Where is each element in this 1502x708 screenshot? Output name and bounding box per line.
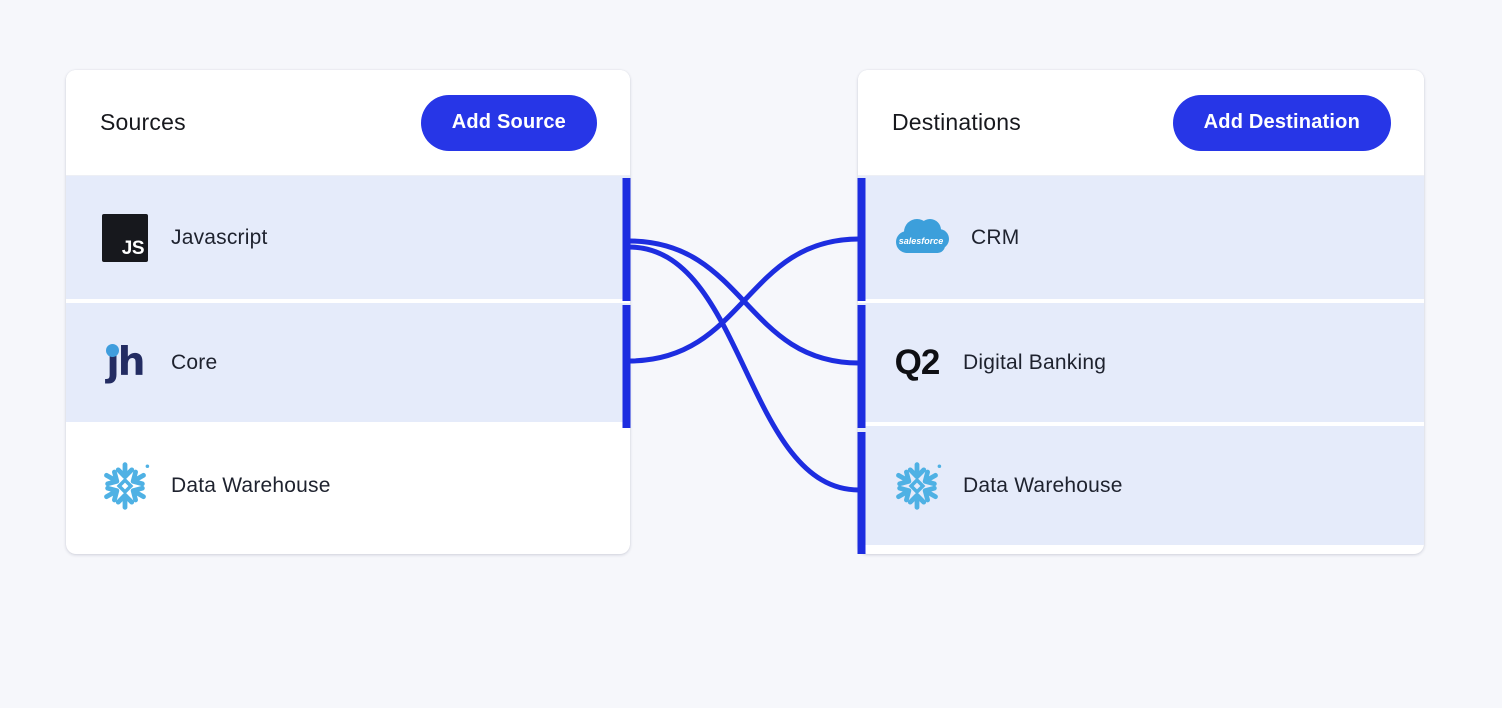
dest-row-digital-banking[interactable]: Q2 Digital Banking [858,299,1424,422]
source-label: Core [171,350,218,374]
salesforce-icon: salesforce [892,213,950,263]
destinations-title: Destinations [892,109,1021,135]
source-row-javascript[interactable]: JS Javascript [66,176,630,299]
source-row-core[interactable]: ȷh Core [66,299,630,422]
sources-title: Sources [100,109,186,135]
destination-label: Data Warehouse [963,473,1123,497]
destination-label: Digital Banking [963,350,1107,374]
source-label: Javascript [171,225,268,249]
snowflake-icon [892,461,942,511]
q2-icon: Q2 [894,342,941,382]
dest-row-data-warehouse[interactable]: Data Warehouse [858,422,1424,545]
jackhenry-dot [106,343,120,357]
javascript-icon-text: JS [121,237,145,259]
dest-row-crm[interactable]: salesforce CRM [858,176,1424,299]
connection-javascript-to-digital-banking [628,238,860,366]
javascript-icon: JS [100,213,150,263]
add-source-button[interactable]: Add Source [420,94,597,151]
destinations-header: Destinations Add Destination [858,70,1424,176]
source-row-data-warehouse[interactable]: Data Warehouse [66,422,630,545]
salesforce-icon-text: salesforce [899,236,944,246]
connection-javascript-to-data-warehouse [628,244,860,493]
sources-panel: Sources Add Source JS Javascript ȷh Core [66,70,630,554]
sources-header: Sources Add Source [66,70,630,176]
connection-core-to-crm [628,236,860,364]
snowflake-icon [100,461,150,511]
destination-label: CRM [971,225,1020,249]
source-label: Data Warehouse [171,473,331,497]
jackhenry-icon: ȷh [106,339,146,385]
add-destination-button[interactable]: Add Destination [1172,94,1391,151]
destinations-panel: Destinations Add Destination salesforce … [858,70,1424,554]
